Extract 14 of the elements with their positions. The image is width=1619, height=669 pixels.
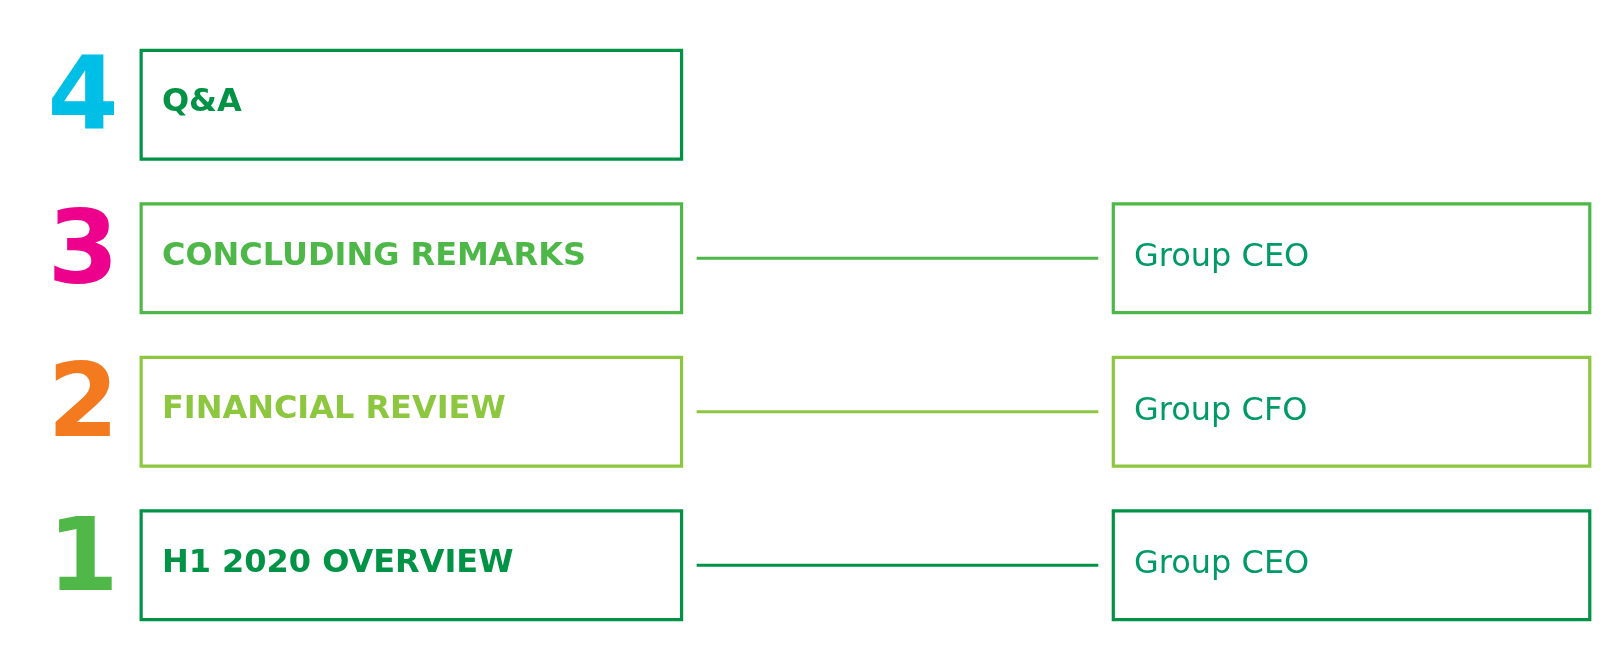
node-label: 1: [47, 494, 119, 614]
connector: [696, 563, 1099, 567]
connector: [696, 409, 1099, 413]
connector: [696, 256, 1099, 260]
node-box: CONCLUDING REMARKS: [139, 201, 684, 314]
node-box: FINANCIAL REVIEW: [139, 355, 684, 468]
node-box: Group CEO: [1111, 508, 1592, 621]
node-label: 4: [47, 33, 119, 153]
node-box: Group CEO: [1111, 201, 1592, 314]
node-box: Q&A: [139, 48, 684, 161]
node-label: 2: [47, 340, 119, 460]
node-box: Group CFO: [1111, 355, 1592, 468]
node-box: H1 2020 OVERVIEW: [139, 508, 684, 621]
node-label: 3: [47, 187, 119, 307]
